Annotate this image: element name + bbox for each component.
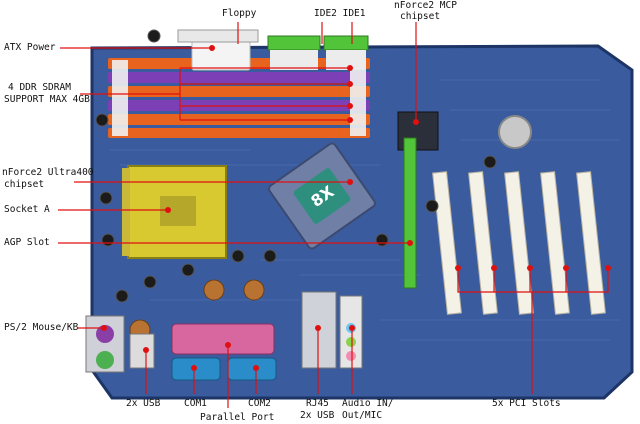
label-parallel: Parallel Port (200, 412, 275, 423)
label-floppy: Floppy (222, 8, 257, 19)
usb-ports-block (129, 333, 155, 369)
label-ram-line1: 4 DDR SDRAM (8, 82, 71, 93)
ide2-connector (267, 35, 321, 51)
label-ram-line2: SUPPORT MAX 4GB (4, 94, 90, 105)
label-ultra-line1: nForce2 Ultra400 (2, 167, 94, 178)
pci-slots (432, 171, 606, 315)
label-mcp-line2: chipset (400, 11, 441, 22)
board-shade (90, 44, 634, 400)
ide1-connector (323, 35, 369, 51)
pointer-dots (101, 45, 611, 371)
cmos-battery (498, 115, 532, 149)
label-socket: Socket A (4, 204, 50, 215)
pointer-lines (58, 22, 609, 408)
label-rj45-line1: RJ45 (306, 398, 329, 409)
label-ide: IDE2 IDE1 (314, 8, 366, 19)
label-pci: 5x PCI Slots (492, 398, 561, 409)
capacitors (95, 29, 497, 303)
label-audio-line2: Out/MIC (342, 410, 383, 421)
label-atx-power: ATX Power (4, 42, 56, 53)
label-mcp-line1: nForce2 MCP (394, 0, 457, 11)
label-audio-line1: Audio IN/ (342, 398, 394, 409)
label-com1: COM1 (184, 398, 207, 409)
agp-slot (403, 137, 417, 289)
com2-port (227, 357, 277, 381)
label-ultra-line2: chipset (4, 179, 45, 190)
label-com2: COM2 (248, 398, 271, 409)
floppy-connector (177, 29, 259, 43)
label-usb2x: 2x USB (126, 398, 161, 409)
label-agp: AGP Slot (4, 237, 50, 248)
label-ps2: PS/2 Mouse/KB (4, 322, 79, 333)
parallel-port (171, 323, 275, 355)
label-rj45-line2: 2x USB (300, 410, 335, 421)
